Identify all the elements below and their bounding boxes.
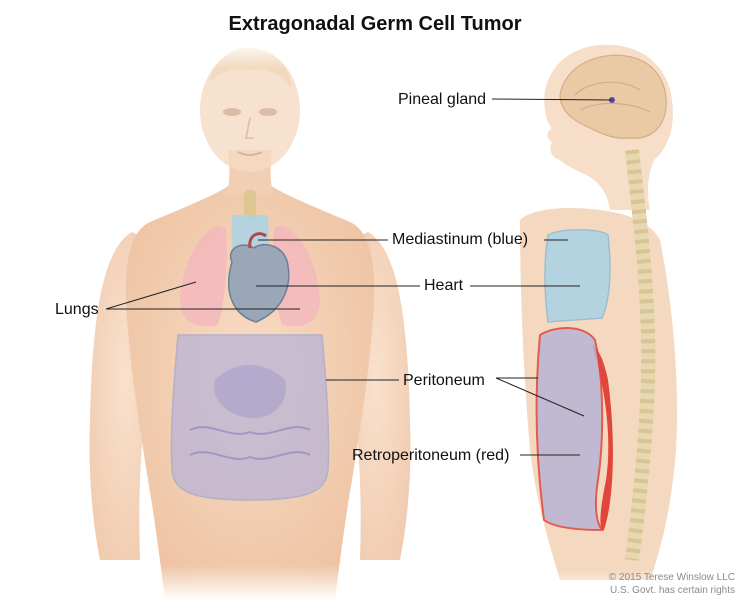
left-lung xyxy=(180,225,227,327)
front-body-figure xyxy=(80,40,420,600)
label-heart: Heart xyxy=(256,277,580,294)
label-mediastinum: Mediastinum (blue) xyxy=(258,231,568,248)
label-lungs: Lungs xyxy=(55,281,300,318)
heart-organ xyxy=(227,243,290,323)
copyright-line-2: U.S. Govt. has certain rights xyxy=(610,585,735,596)
label-retroperitoneum: Retroperitoneum (red) xyxy=(352,447,580,464)
right-lung xyxy=(273,225,320,327)
label-lungs-text: Lungs xyxy=(55,301,99,318)
copyright-line-1: © 2015 Terese Winslow LLC xyxy=(609,572,735,583)
diagram-title: Extragonadal Germ Cell Tumor xyxy=(228,13,521,35)
label-pineal-gland-text: Pineal gland xyxy=(398,91,486,108)
label-peritoneum: Peritoneum xyxy=(326,372,585,417)
label-peritoneum-text: Peritoneum xyxy=(403,372,485,389)
label-pineal-gland: Pineal gland xyxy=(398,91,613,108)
side-body-figure xyxy=(500,44,720,600)
side-mediastinum xyxy=(544,229,611,323)
label-retroperitoneum-text: Retroperitoneum (red) xyxy=(352,447,509,464)
label-mediastinum-text: Mediastinum (blue) xyxy=(392,231,528,248)
label-heart-text: Heart xyxy=(424,277,464,294)
